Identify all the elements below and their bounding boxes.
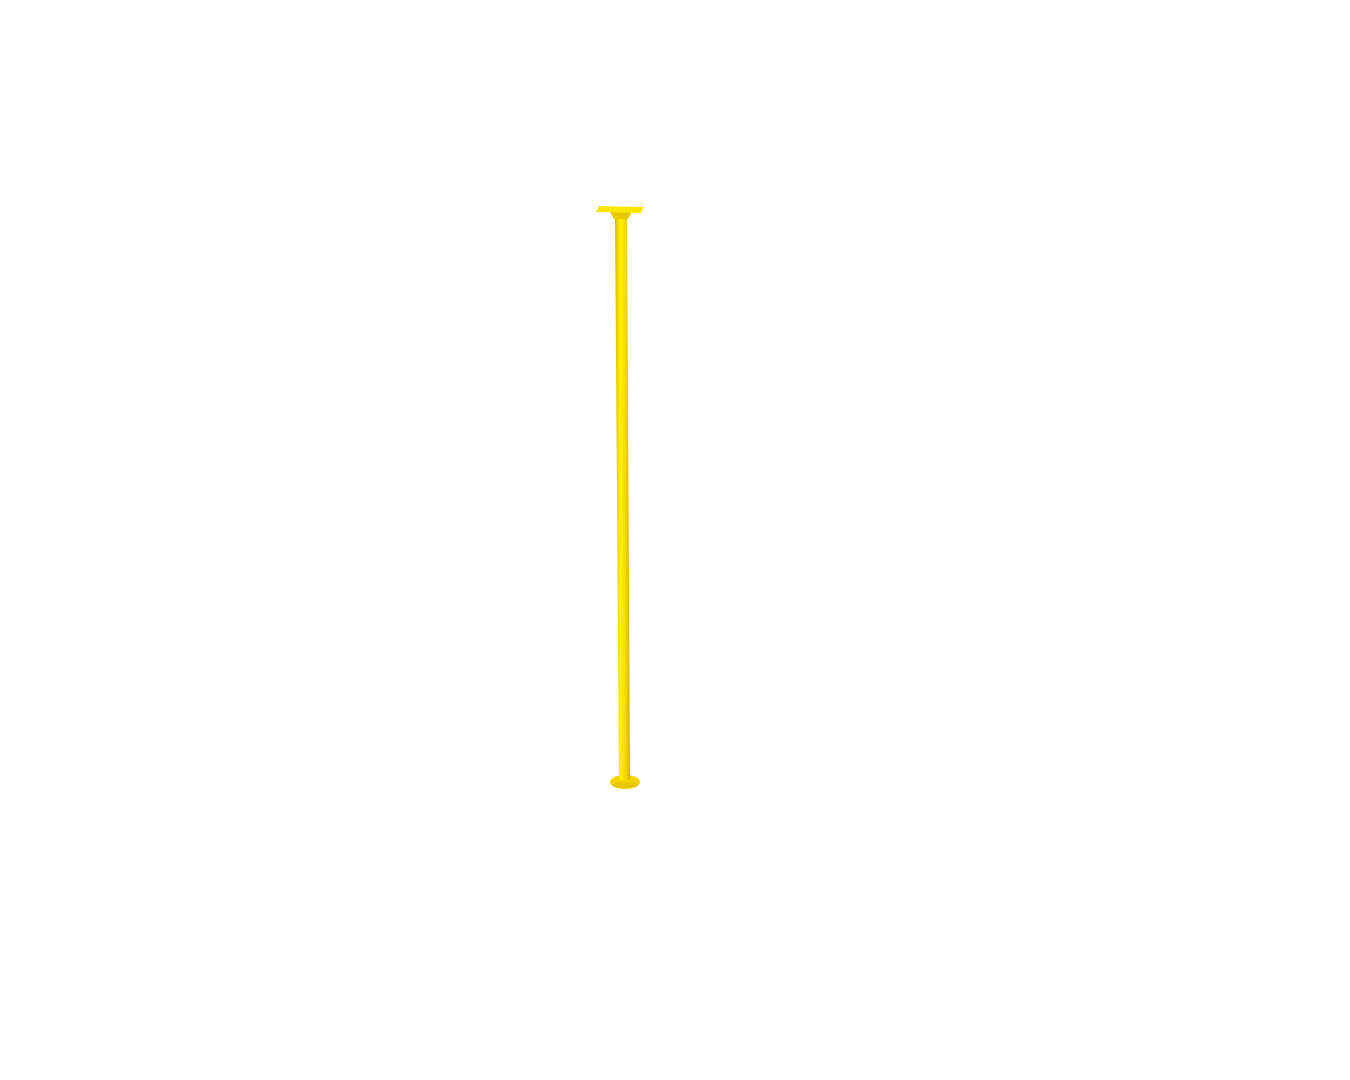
pole-top-collar bbox=[610, 212, 632, 219]
pole-shaft bbox=[615, 216, 630, 780]
pole-base-plate-shadow bbox=[612, 782, 638, 788]
pole bbox=[596, 206, 644, 789]
pole-top-plate bbox=[596, 206, 644, 213]
